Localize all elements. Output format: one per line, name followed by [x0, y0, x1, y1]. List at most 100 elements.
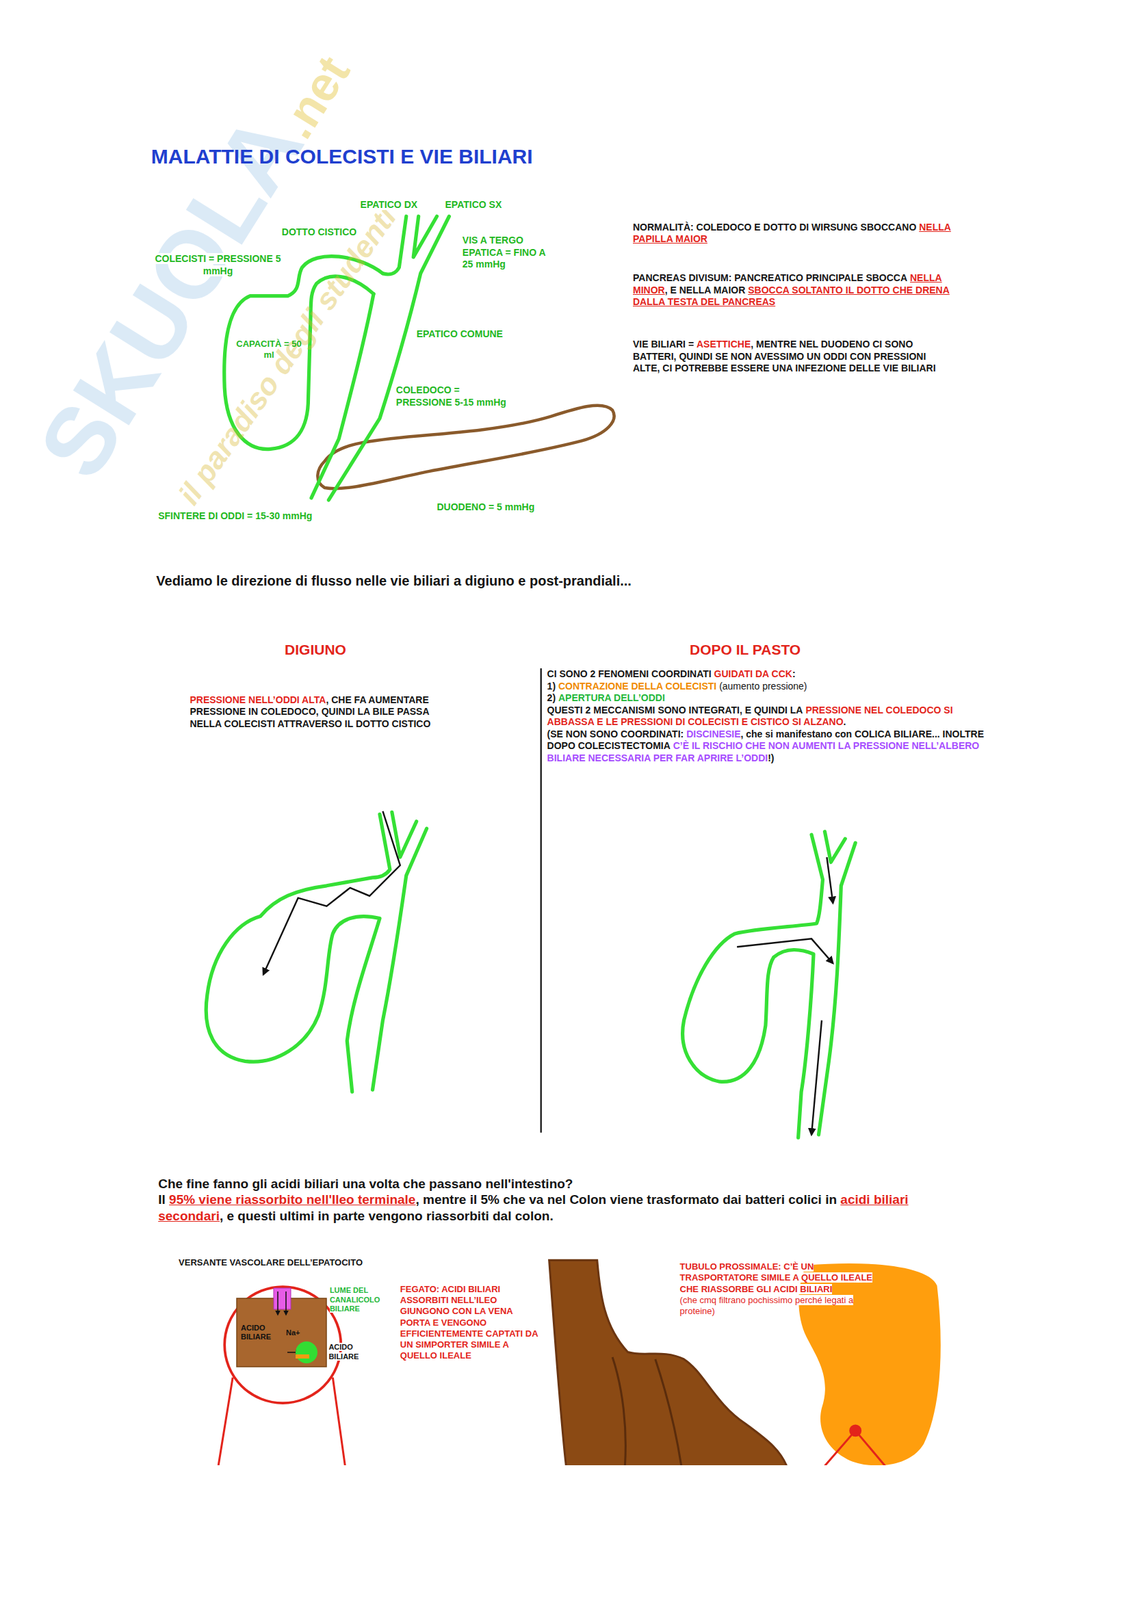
- note-text-block: PANCREAS DIVISUM: PANCREATICO PRINCIPALE…: [632, 272, 955, 309]
- anatomy-label-block: EPATICO DX: [360, 199, 419, 212]
- note-text: QUESTI 2 MECCANISMI SONO INTEGRATI, E QU…: [547, 704, 804, 716]
- note-text: (che cmq filtrano pochissimo perché lega…: [680, 1295, 854, 1317]
- node-text: ACIDO BILIARE: [240, 1323, 281, 1342]
- note-text: FEGATO: ACIDI BILIARI ASSORBITI NELL’ILE…: [400, 1284, 539, 1362]
- pressure-label-block: SFINTERE DI ODDI = 15-30 mmHg: [158, 510, 312, 523]
- transport-arrow: [285, 1291, 287, 1316]
- anatomy-label-block: DOTTO CISTICO: [281, 226, 357, 239]
- section-heading: DOPO IL PASTO: [689, 641, 801, 658]
- paragraph: FEGATO: ACIDI BILIARI ASSORBITI NELL’ILE…: [400, 1284, 544, 1363]
- paragraph: DOPO IL PASTO: [643, 641, 848, 659]
- duct-wall: [824, 832, 845, 863]
- transport-arrow: [277, 1291, 279, 1316]
- callout-label: ACIDO BILIARE: [328, 1343, 359, 1361]
- intro-text: , mentre il 5% che va nel Colon viene tr…: [415, 1192, 837, 1207]
- paragraph: (che cmq filtrano pochissimo perché lega…: [680, 1295, 884, 1318]
- note-text-block: CI SONO 2 FENOMENI COORDINATIGUIDATI DA …: [547, 668, 989, 765]
- figure-caption: VERSANTE VASCOLARE DELL’EPATOCITO: [178, 1257, 363, 1268]
- note-text-block: NORMALITÀ: COLEDOCO E DOTTO DI WIRSUNG S…: [632, 221, 955, 246]
- note-text: .: [843, 716, 847, 728]
- paragraph: EPATICO SX: [445, 199, 503, 212]
- paragraph: TUBULO PROSSIMALE: C’È UN TRASPORTATORE …: [680, 1261, 884, 1296]
- note-text-block: VIE BILIARI =ASETTICHE, MENTRE NEL DUODE…: [632, 338, 955, 375]
- pressure-label: COLECISTI = PRESSIONE 5 mmHg: [154, 253, 281, 277]
- anatomy-label: EPATICO SX: [445, 199, 503, 211]
- paragraph: LUME DEL CANALICOLO BILIARE: [329, 1286, 396, 1315]
- intro-text-block: Vediamo le direzione di flusso nelle vie…: [156, 572, 922, 590]
- callout-label-block: LUME DEL CANALICOLO BILIARE: [329, 1286, 396, 1315]
- paragraph: DUODENO = 5 mmHg: [437, 501, 536, 514]
- enterohepatic-figures: [218, 1260, 941, 1466]
- note-text: 1): [547, 680, 556, 692]
- note-text: TUBULO PROSSIMALE: C’È UN TRASPORTATORE …: [680, 1261, 873, 1295]
- note-text: PRESSIONE NELL’ODDI ALTA: [190, 694, 327, 706]
- canalicular-transporter: [295, 1341, 318, 1364]
- gallbladder-outline: [205, 814, 390, 1092]
- pressure-label-block: VIS A TERGO EPATICA = FINO A 25 mmHg: [462, 234, 559, 271]
- paragraph: Che fine fanno gli acidi biliari una vol…: [158, 1176, 945, 1193]
- paragraph: (SE NON SONO COORDINATI:DISCINESIE, che …: [547, 728, 989, 765]
- note-text-block: PRESSIONE NELL’ODDI ALTA, CHE FA AUMENTA…: [190, 694, 461, 731]
- flow-arrow: [811, 1020, 822, 1136]
- note-text: NORMALITÀ: COLEDOCO E DOTTO DI WIRSUNG S…: [632, 221, 917, 233]
- intestine-lumen: [612, 1357, 682, 1466]
- paragraph: EPATICO DX: [360, 199, 419, 212]
- paragraph: VERSANTE VASCOLARE DELL’EPATOCITO: [178, 1257, 363, 1269]
- title-block: MALATTIE DI COLECISTI E VIE BILIARI: [151, 143, 533, 170]
- paragraph: VIS A TERGO EPATICA = FINO A 25 mmHg: [462, 234, 559, 271]
- pressure-label: DUODENO = 5 mmHg: [437, 501, 536, 513]
- paragraph: COLECISTI = PRESSIONE 5 mmHg: [151, 253, 285, 278]
- anatomy-label: EPATICO DX: [360, 199, 419, 211]
- paragraph: Il95% viene riassorbito nell'Ileo termin…: [158, 1191, 945, 1225]
- node-text: Na+: [286, 1328, 301, 1338]
- paragraph: SFINTERE DI ODDI = 15-30 mmHg: [158, 510, 312, 523]
- note-text: PANCREAS DIVISUM: PANCREATICO PRINCIPALE…: [632, 272, 908, 284]
- pressure-label-block: DUODENO = 5 mmHg: [437, 501, 536, 514]
- paragraph: 1)CONTRAZIONE DELLA COLECISTI(aumento pr…: [547, 680, 989, 694]
- note-text: 2): [547, 692, 556, 704]
- anatomy-label-block: EPATICO SX: [445, 199, 503, 212]
- flow-arrow: [736, 938, 833, 964]
- note-text: :: [792, 668, 796, 680]
- paragraph: CI SONO 2 FENOMENI COORDINATIGUIDATI DA …: [547, 668, 989, 681]
- gallbladder-lumen: CAPACITÀ = 50 ml: [232, 332, 306, 367]
- note-text: CONTRAZIONE DELLA COLECISTI: [558, 680, 717, 692]
- section-heading-block: DOPO IL PASTO: [643, 641, 848, 659]
- duct-wall: [372, 828, 427, 1090]
- intro-text: Che fine fanno gli acidi biliari una vol…: [158, 1176, 573, 1192]
- intro-text-block: Che fine fanno gli acidi biliari una vol…: [158, 1176, 945, 1225]
- paragraph: Vediamo le direzione di flusso nelle vie…: [156, 572, 922, 590]
- section-heading: DIGIUNO: [284, 641, 347, 658]
- paragraph: 2)APERTURA DELL’ODDI: [547, 692, 989, 705]
- paragraph: DOTTO CISTICO: [281, 226, 357, 239]
- callout-label-block: ACIDO BILIARE: [328, 1343, 375, 1363]
- magnifier-lines: [218, 1378, 345, 1466]
- gallbladder-outline: [682, 834, 824, 1138]
- paragraph: NORMALITÀ: COLEDOCO E DOTTO DI WIRSUNG S…: [632, 221, 955, 246]
- note-text: ASETTICHE: [696, 338, 751, 350]
- flow-arrow: [826, 857, 833, 904]
- note-text-block: FEGATO: ACIDI BILIARI ASSORBITI NELL’ILE…: [400, 1284, 544, 1363]
- paragraph: ACIDO BILIARE: [328, 1343, 375, 1363]
- fasting-biliary-tree: [205, 812, 427, 1092]
- pressure-label: COLEDOCO = PRESSIONE 5-15 mmHg: [396, 384, 507, 408]
- intro-text: Vediamo le direzione di flusso nelle vie…: [156, 573, 632, 589]
- intro-text: Il: [158, 1192, 166, 1207]
- pressure-label-block: COLEDOCO = PRESSIONE 5-15 mmHg: [396, 384, 513, 409]
- note-text: , E NELLA MAIOR: [665, 284, 746, 296]
- anatomy-label-block: EPATICO COMUNE: [416, 328, 503, 341]
- duct-wall: [818, 842, 856, 1136]
- note-text: !): [767, 752, 774, 764]
- page-title: MALATTIE DI COLECISTI E VIE BILIARI: [151, 143, 533, 170]
- hepatocyte-box: ACIDO BILIARE Na+: [236, 1298, 327, 1368]
- note-text-block: TUBULO PROSSIMALE: C’È UN TRASPORTATORE …: [680, 1261, 884, 1318]
- note-text: APERTURA DELL’ODDI: [558, 692, 666, 704]
- pressure-label-block: COLECISTI = PRESSIONE 5 mmHg: [151, 253, 285, 278]
- section-divider: [540, 668, 542, 1134]
- postprandial-biliary-tree: [682, 832, 856, 1139]
- tubule-lines: [821, 1430, 889, 1466]
- paragraph: PANCREAS DIVISUM: PANCREATICO PRINCIPALE…: [632, 272, 955, 309]
- intro-text: , e questi ultimi in parte vengono riass…: [219, 1209, 554, 1224]
- node-text: CAPACITÀ = 50 ml: [235, 338, 303, 360]
